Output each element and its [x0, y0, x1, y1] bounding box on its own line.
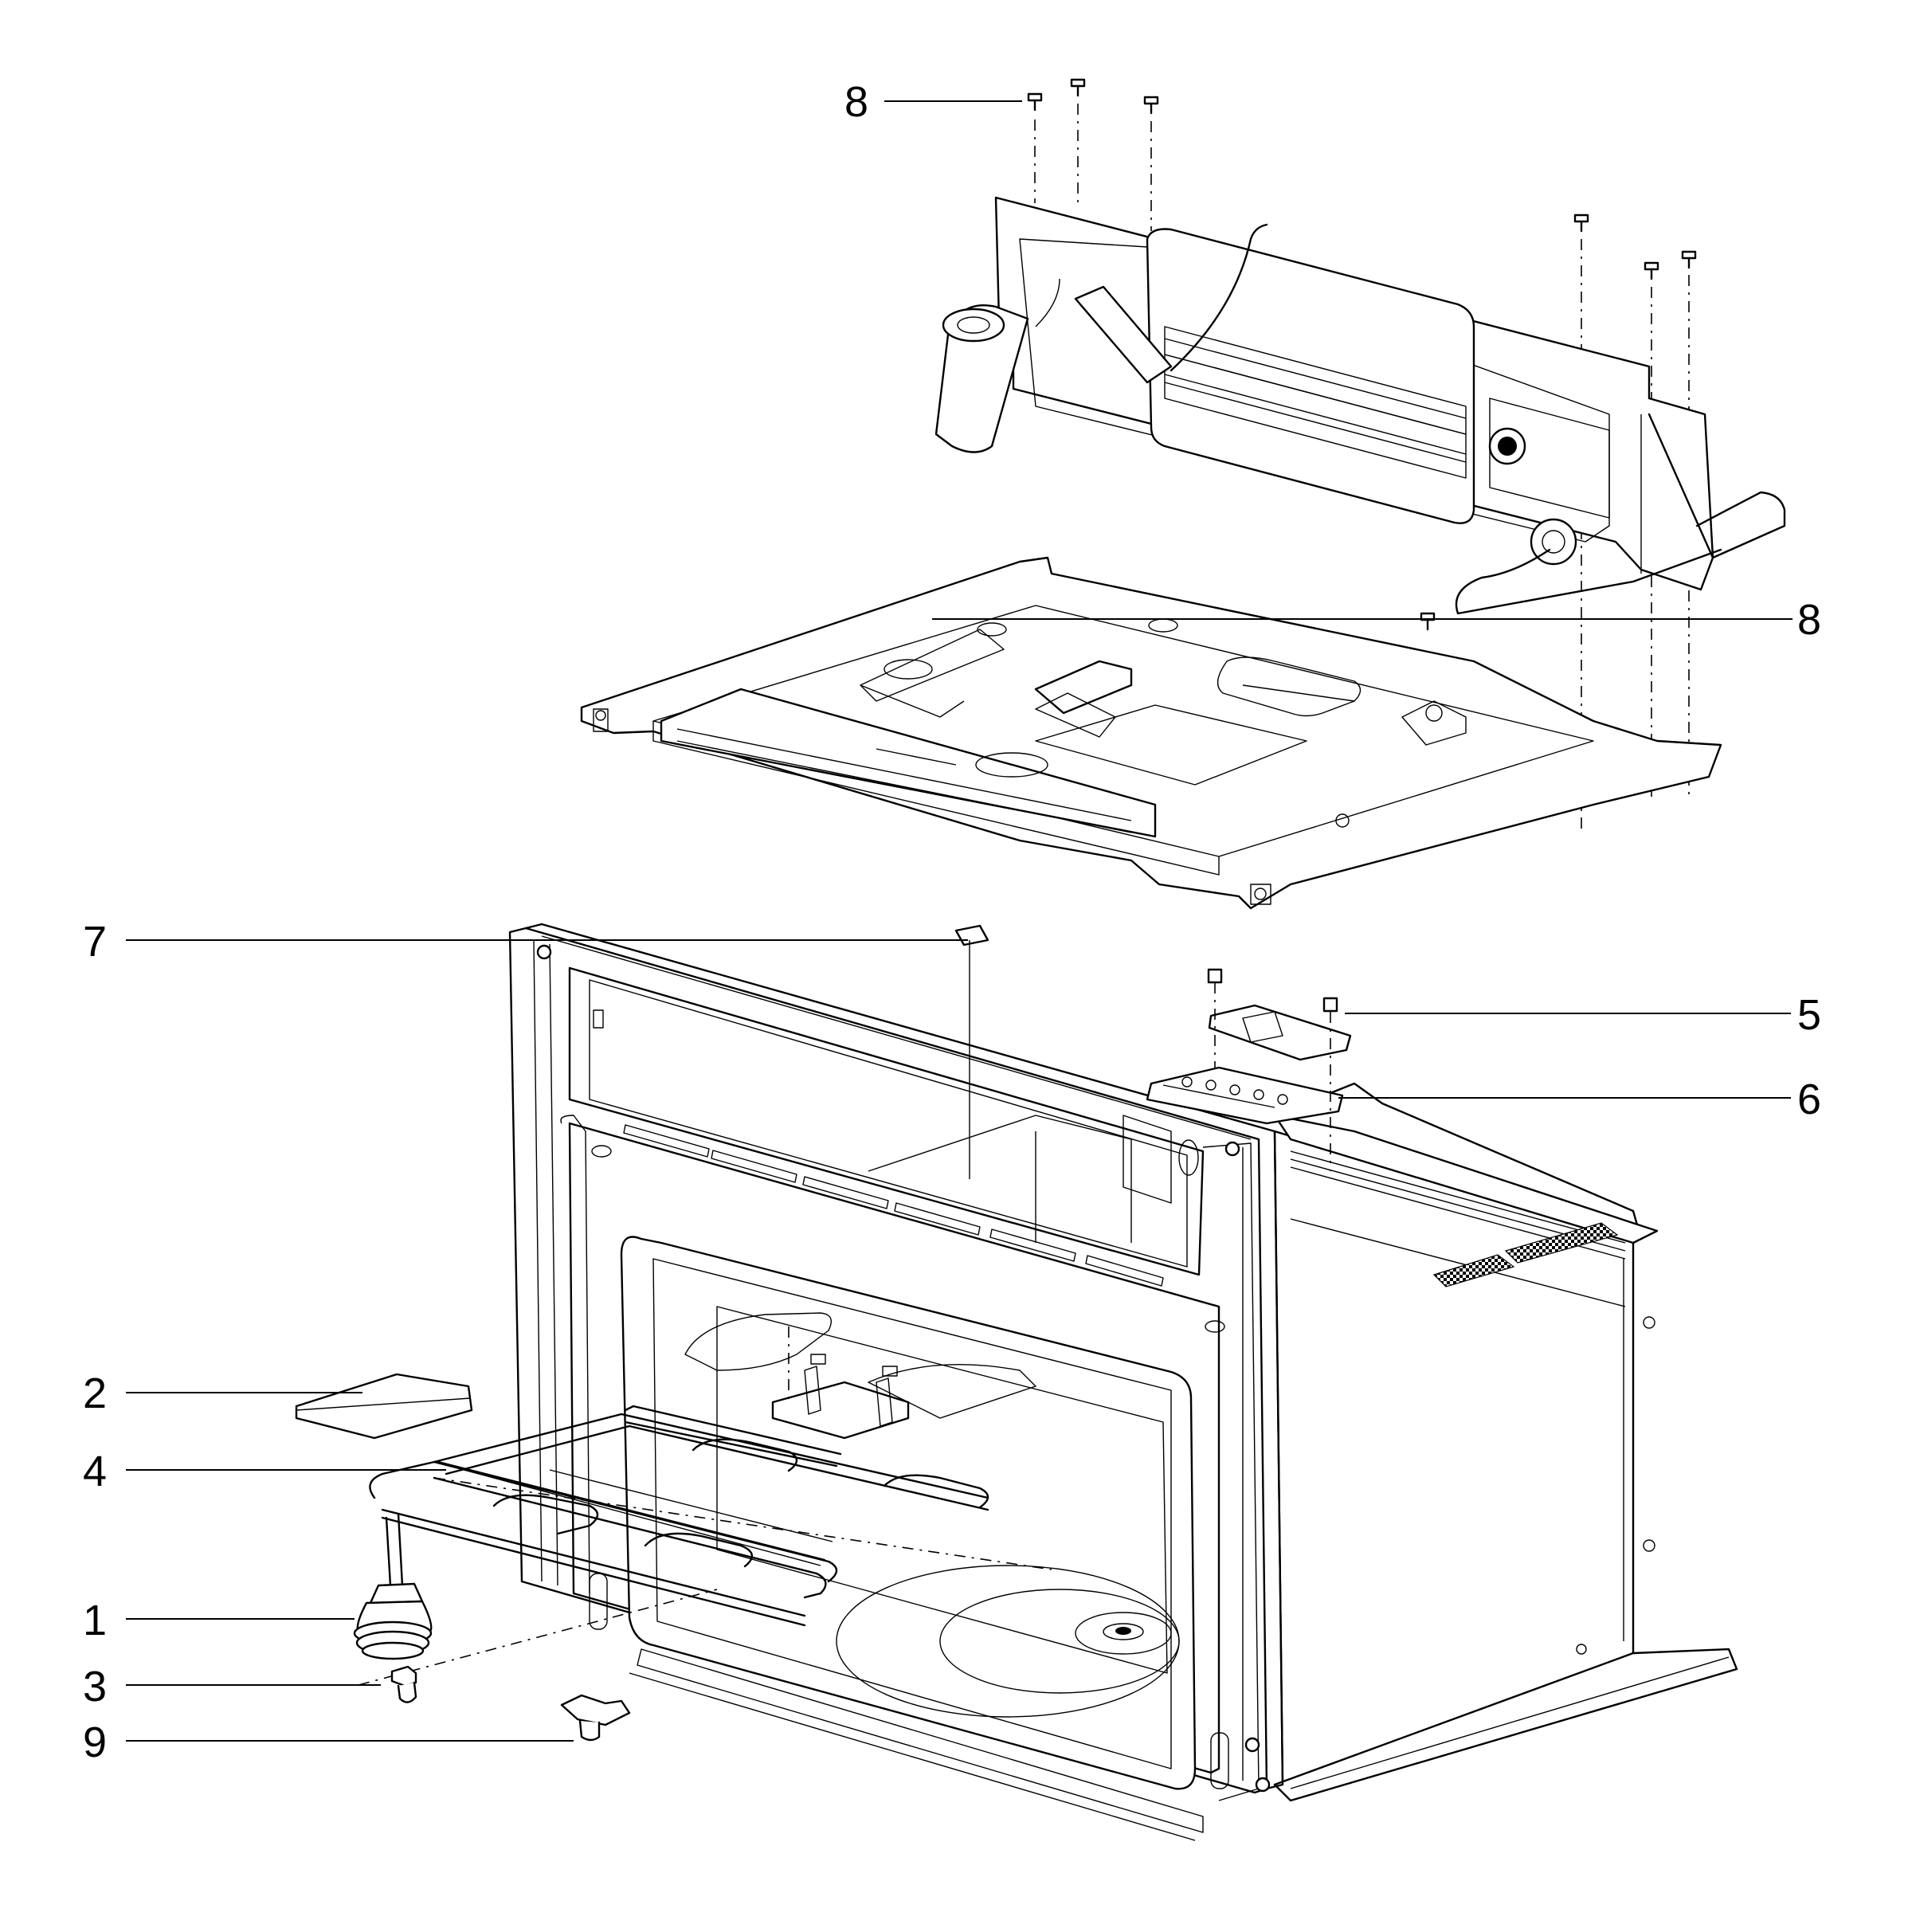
screw [1070, 78, 1086, 97]
thermostat-clip [390, 1665, 417, 1703]
thermostat [353, 1582, 433, 1660]
callout-3: 3 [83, 1663, 107, 1711]
screw [1027, 92, 1043, 112]
callout-9: 9 [83, 1718, 107, 1766]
callout-2: 2 [83, 1370, 107, 1417]
top-cover-plate [580, 556, 1722, 910]
callout-1: 1 [83, 1597, 107, 1644]
leader-lines [126, 100, 1792, 1742]
callout-6: 6 [1797, 1076, 1821, 1123]
callout-labels: 8 8 7 5 6 2 4 1 3 9 [83, 78, 1821, 1766]
callout-5: 5 [1797, 991, 1821, 1039]
vent-slots [623, 1124, 1164, 1287]
turntable-coupler [560, 1694, 631, 1742]
screw [1681, 250, 1697, 269]
vent-mesh [1432, 1254, 1515, 1287]
screw [1573, 214, 1589, 233]
oven-cavity [508, 923, 1738, 1841]
callout-8-top: 8 [844, 78, 868, 126]
mica-sheet [295, 1373, 473, 1440]
grill-heater-element [358, 1327, 1052, 1686]
callout-8-right: 8 [1797, 596, 1821, 644]
control-panel-bracket [934, 196, 1786, 615]
screw [1143, 96, 1159, 115]
callout-4: 4 [83, 1448, 107, 1495]
screw [1644, 261, 1659, 280]
callout-7: 7 [83, 918, 107, 966]
vent-mesh [1504, 1222, 1619, 1264]
screw [1420, 612, 1436, 631]
